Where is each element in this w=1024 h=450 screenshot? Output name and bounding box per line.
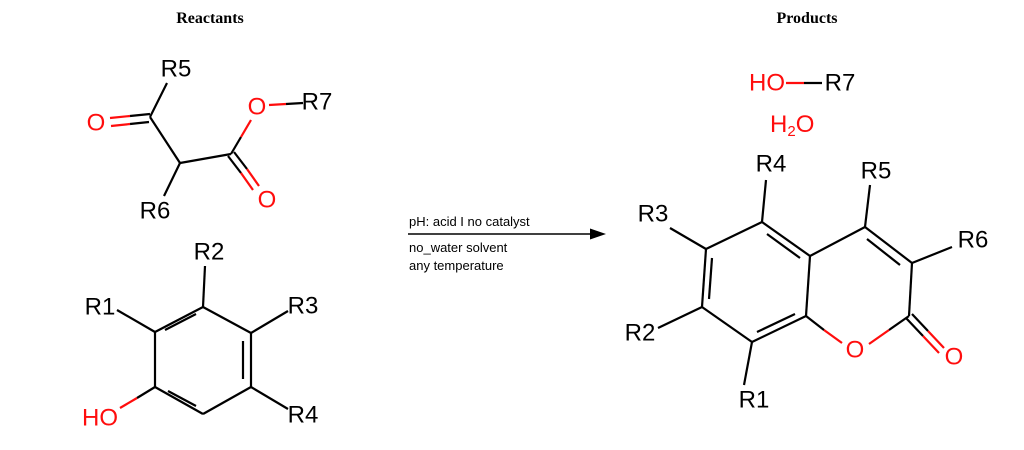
bond-line — [657, 306, 703, 329]
phenol-r2-label: R2 — [194, 239, 225, 266]
coumarin-molecule: R4 R5 R3 R6 R2 R1 O O — [625, 151, 989, 414]
bond-line — [911, 245, 953, 265]
products-header: Products — [776, 10, 837, 27]
double-bond-inner-line — [707, 257, 714, 300]
bond-line — [149, 116, 181, 164]
condition-line-1: pH: acid I no catalyst — [409, 214, 530, 229]
bond-line — [149, 82, 168, 118]
water-h: H — [770, 111, 787, 138]
bond-line — [927, 330, 945, 349]
bond-line — [202, 306, 252, 334]
phenol-molecule: R2 R1 R3 R4 HO — [82, 239, 318, 432]
double-bond-inner-line — [766, 233, 801, 259]
ketoester-bonds — [109, 82, 304, 197]
bond-line — [119, 397, 138, 409]
bond-line — [136, 386, 156, 399]
bond-line — [163, 162, 181, 197]
bond-line — [154, 386, 204, 415]
bond-line — [804, 255, 812, 317]
coumarin-r2-label: R2 — [625, 320, 656, 347]
coumarin-bonds — [657, 179, 953, 386]
double-bond-inner-line — [164, 313, 197, 331]
bond-line — [805, 315, 825, 331]
bond-line — [922, 335, 940, 354]
phenol-r3-label: R3 — [288, 293, 319, 320]
alcohol-hydroxyl-label: HO — [749, 70, 785, 97]
water-product: H2O — [770, 111, 814, 140]
bond-line — [227, 155, 242, 174]
bond-line — [761, 221, 811, 257]
bond-line — [116, 309, 156, 333]
bond-line — [233, 151, 248, 170]
double-bond-inner-line — [756, 313, 796, 333]
coumarin-r6-label: R6 — [958, 227, 989, 254]
double-bond-inner-line — [167, 390, 197, 407]
bond-line — [230, 136, 242, 155]
coumarin-r1-label: R1 — [739, 387, 770, 414]
phenol-r1-label: R1 — [85, 294, 116, 321]
ketoester-r7-label: R7 — [302, 89, 333, 116]
bond-line — [742, 341, 754, 386]
bond-line — [268, 102, 287, 107]
bond-line — [823, 329, 843, 344]
condition-line-2: no_water solvent — [409, 240, 508, 255]
water-subscript: 2 — [787, 123, 795, 140]
bond-line — [760, 179, 768, 223]
bond-line — [809, 226, 866, 257]
bond-line — [669, 227, 707, 250]
bond-line — [285, 101, 304, 106]
bond-line — [129, 112, 151, 118]
coumarin-r5-label: R5 — [861, 158, 892, 185]
bond-line — [701, 306, 753, 343]
coumarin-r4-label: R4 — [756, 151, 787, 178]
water-formula: H2O — [770, 111, 814, 140]
bond-line — [907, 262, 914, 317]
bond-line — [868, 329, 890, 345]
coumarin-carbonyl-oxygen-label: O — [945, 344, 964, 371]
condition-line-3: any temperature — [409, 258, 504, 273]
bond-line — [911, 313, 929, 332]
bond-line — [154, 306, 204, 333]
alcohol-r7-label: R7 — [825, 70, 856, 97]
bond-line — [863, 184, 872, 228]
bond-line — [129, 120, 150, 126]
bond-line — [864, 226, 913, 264]
bond-line — [110, 122, 131, 128]
ketone-oxygen-label: O — [87, 110, 106, 137]
coumarin-r3-label: R3 — [638, 201, 669, 228]
phenol-hydroxyl-label: HO — [82, 405, 118, 432]
bond-line — [705, 221, 763, 250]
bond-line — [109, 114, 131, 120]
coumarin-ring-oxygen-label: O — [846, 337, 865, 364]
water-o: O — [796, 111, 815, 138]
ester-oxygen-label: O — [248, 94, 267, 121]
bond-line — [202, 386, 252, 415]
bond-line — [905, 317, 924, 337]
ketoester-r5-label: R5 — [161, 56, 192, 83]
bond-line — [201, 265, 207, 308]
ketoester-molecule: O R5 R6 O R7 O — [87, 56, 333, 225]
bond-line — [700, 248, 708, 308]
phenol-bonds — [116, 265, 289, 415]
bond-line — [240, 172, 254, 191]
bond-line — [250, 310, 289, 334]
double-bond-inner-line — [866, 238, 901, 266]
arrow-head — [590, 228, 606, 240]
bond-line — [179, 152, 232, 165]
bond-line — [246, 168, 260, 187]
bond-line — [240, 119, 252, 138]
bond-line — [250, 386, 289, 410]
phenol-r4-label: R4 — [288, 402, 319, 429]
reactants-header: Reactants — [176, 10, 244, 27]
bond-line — [751, 315, 807, 343]
alcohol-product: HO R7 — [749, 70, 855, 97]
reaction-arrow: pH: acid I no catalyst no_water solvent … — [408, 214, 606, 273]
ketoester-r6-label: R6 — [140, 198, 171, 225]
ester-carbonyl-oxygen-label: O — [258, 187, 277, 214]
